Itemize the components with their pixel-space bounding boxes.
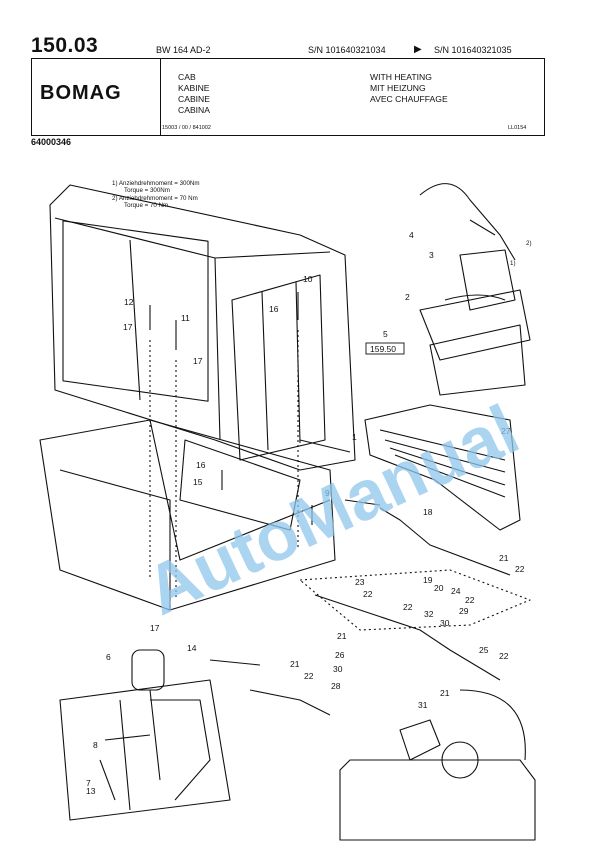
title-block xyxy=(31,58,545,136)
drawing-code: LL0154 xyxy=(508,125,527,131)
callout-label: 18 xyxy=(423,507,433,517)
callout-label: 22 xyxy=(515,564,525,574)
callout-label: 28 xyxy=(331,681,341,691)
callout-label: 17 xyxy=(150,623,160,633)
page-reference: 159.50 xyxy=(370,344,396,354)
arrow-right-icon: ▶ xyxy=(414,44,422,55)
callout-label: 19 xyxy=(423,575,433,585)
description-en: WITH HEATING xyxy=(370,72,432,82)
page-number: 150.03 xyxy=(31,34,99,57)
callout-label: 27 xyxy=(501,426,511,436)
callout-label: 21 xyxy=(440,688,450,698)
callout-labels: 1 2 3 4 5 6 7 8 9 10 11 12 13 14 15 16 1… xyxy=(86,230,532,796)
document-number: 64000346 xyxy=(31,137,72,147)
callout-label: 16 xyxy=(196,460,206,470)
callout-label: 17 xyxy=(193,356,203,366)
callout-label: 30 xyxy=(333,664,343,674)
brand-logo: BOMAG xyxy=(40,82,122,104)
torque-marker-label: 2) xyxy=(526,240,532,247)
group-descriptions: WITH HEATING MIT HEIZUNG AVEC CHAUFFAGE xyxy=(370,72,448,105)
callout-label: 22 xyxy=(304,671,314,681)
callout-label: 22 xyxy=(403,602,413,612)
description-fr: AVEC CHAUFFAGE xyxy=(370,94,448,104)
callout-label: 21 xyxy=(337,631,347,641)
callout-label: 10 xyxy=(303,274,313,284)
serial-from: S/N 101640321034 xyxy=(308,45,386,55)
group-name-de: KABINE xyxy=(178,83,210,93)
callout-label: 30 xyxy=(440,618,450,628)
callout-label: 8 xyxy=(93,740,98,750)
callout-label: 31 xyxy=(418,700,428,710)
callout-label: 7 xyxy=(86,778,91,788)
callout-label: 22 xyxy=(499,651,509,661)
callout-label: 26 xyxy=(335,650,345,660)
callout-label: 23 xyxy=(355,577,365,587)
callout-label: 21 xyxy=(290,659,300,669)
group-names: CAB KABINE CABINE CABINA xyxy=(178,72,210,116)
watermark: AutoManual xyxy=(134,390,530,630)
reference-code: 15003 / 00 / 841002 xyxy=(162,125,211,131)
callout-label: 22 xyxy=(363,589,373,599)
torque-note-1-en: Torque = 300Nm xyxy=(124,187,170,194)
group-name-it: CABINA xyxy=(178,105,210,115)
torque-note-2-en: Torque = 70 Nm xyxy=(124,202,168,209)
callout-label: 16 xyxy=(269,304,279,314)
group-name-fr: CABINE xyxy=(178,94,210,104)
callout-label: 22 xyxy=(465,595,475,605)
torque-note-1: 1) Anziehdrehmoment = 300Nm xyxy=(112,180,200,187)
callout-label: 24 xyxy=(451,586,461,596)
callout-label: 13 xyxy=(86,786,96,796)
model-designation: BW 164 AD-2 xyxy=(156,45,211,55)
serial-to: S/N 101640321035 xyxy=(434,45,512,55)
callout-label: 9 xyxy=(325,488,330,498)
description-de: MIT HEIZUNG xyxy=(370,83,426,93)
torque-marker-label: 1) xyxy=(510,260,516,267)
callout-label: 4 xyxy=(409,230,414,240)
torque-note-2: 2) Anziehdrehmoment = 70 Nm xyxy=(112,195,198,202)
callout-label: 6 xyxy=(106,652,111,662)
callout-label: 21 xyxy=(499,553,509,563)
callout-label: 2 xyxy=(405,292,410,302)
callout-label: 17 xyxy=(123,322,133,332)
callout-label: 3 xyxy=(429,250,434,260)
callout-label: 20 xyxy=(434,583,444,593)
callout-label: 15 xyxy=(193,477,203,487)
callout-label: 12 xyxy=(124,297,134,307)
group-name-en: CAB xyxy=(178,72,196,82)
callout-label: 1 xyxy=(352,432,357,442)
callout-label: 11 xyxy=(181,313,190,323)
callout-label: 14 xyxy=(187,643,197,653)
callout-label: 25 xyxy=(479,645,489,655)
callout-label: 32 xyxy=(424,609,434,619)
callout-label: 29 xyxy=(459,606,469,616)
callout-label: 5 xyxy=(383,329,388,339)
